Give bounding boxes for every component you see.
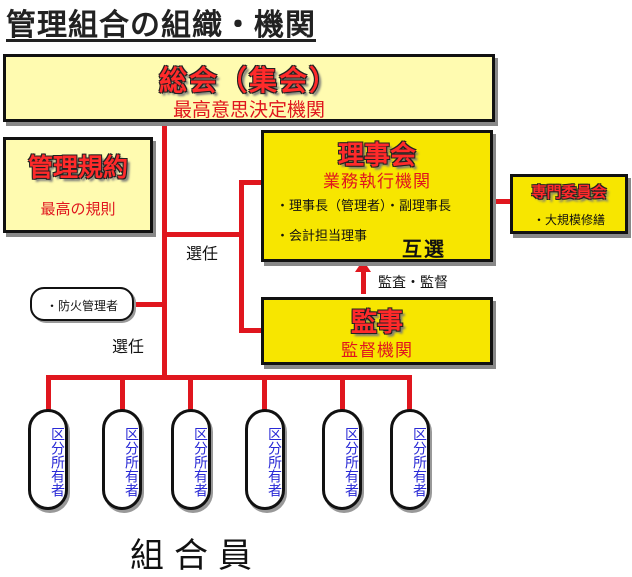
- owner-drop-6: [407, 375, 412, 410]
- committee-item: ・大規模修繕: [532, 213, 605, 227]
- bylaws-box: 管理規約 最高の規則: [3, 137, 153, 233]
- general-meeting-box: 総会（集会） 最高意思決定機関: [3, 54, 495, 122]
- unit-owner-label: 区分所有者: [49, 427, 65, 497]
- main-vertical-line: [162, 120, 167, 378]
- owner-drop-1: [46, 375, 51, 410]
- board-role: 業務執行機関: [323, 172, 431, 192]
- unit-owner-4: 区分所有者: [245, 409, 285, 510]
- board-box: 理事会 業務執行機関 ・理事長（管理者） ・副理事長 ・会計担当理事 互選: [261, 130, 493, 262]
- owner-drop-5: [340, 375, 345, 410]
- members-label: 組合員: [130, 536, 262, 576]
- audit-arrow-shaft: [361, 270, 366, 294]
- unit-owner-label: 区分所有者: [343, 427, 359, 497]
- committee-name: 専門委員会: [531, 183, 607, 201]
- unit-owner-5: 区分所有者: [322, 409, 362, 510]
- committee-box: 専門委員会 ・大規模修繕: [510, 174, 628, 234]
- page-title: 管理組合の組織・機関: [6, 8, 316, 43]
- board-member-treasurer: ・会計担当理事: [276, 229, 368, 244]
- general-meeting-name: 総会（集会）: [158, 64, 339, 97]
- board-member-vice: ・副理事長: [386, 199, 452, 214]
- audit-label: 監査・監督: [378, 275, 448, 291]
- auditor-name: 監事: [350, 308, 403, 338]
- unit-owner-label: 区分所有者: [411, 427, 427, 497]
- board-member-chair: ・理事長（管理者）: [276, 199, 394, 214]
- auditor-connector: [239, 328, 263, 333]
- committee-connector: [489, 199, 513, 204]
- board-branch-vertical: [239, 180, 244, 332]
- auditor-role: 監督機関: [341, 341, 413, 361]
- bylaws-name: 管理規約: [27, 153, 128, 182]
- general-meeting-role: 最高意思決定機関: [172, 99, 325, 121]
- unit-owner-label: 区分所有者: [123, 427, 139, 497]
- owner-drop-3: [188, 375, 193, 410]
- unit-owner-label: 区分所有者: [192, 427, 208, 497]
- unit-owner-1: 区分所有者: [28, 409, 68, 510]
- appoint-fire-label: 選任: [112, 337, 145, 356]
- unit-owner-3: 区分所有者: [171, 409, 211, 510]
- unit-owner-label: 区分所有者: [266, 427, 282, 497]
- board-name: 理事会: [337, 141, 416, 171]
- fire-manager-box: ・防火管理者: [30, 287, 134, 321]
- owner-drop-2: [120, 375, 125, 410]
- fire-manager-label: ・防火管理者: [45, 299, 118, 313]
- owners-bus-line: [46, 375, 412, 380]
- owner-drop-4: [262, 375, 267, 410]
- audit-arrow-head: [355, 260, 371, 272]
- appoint-board-label: 選任: [186, 244, 219, 263]
- unit-owner-6: 区分所有者: [390, 409, 430, 510]
- board-branch-horizontal: [162, 232, 242, 237]
- fire-manager-connector: [133, 302, 165, 307]
- unit-owner-2: 区分所有者: [102, 409, 142, 510]
- board-connector: [239, 180, 263, 185]
- auditor-box: 監事 監督機関: [261, 297, 493, 365]
- board-mutual-election: 互選: [402, 237, 446, 261]
- bylaws-desc: 最高の規則: [40, 200, 116, 218]
